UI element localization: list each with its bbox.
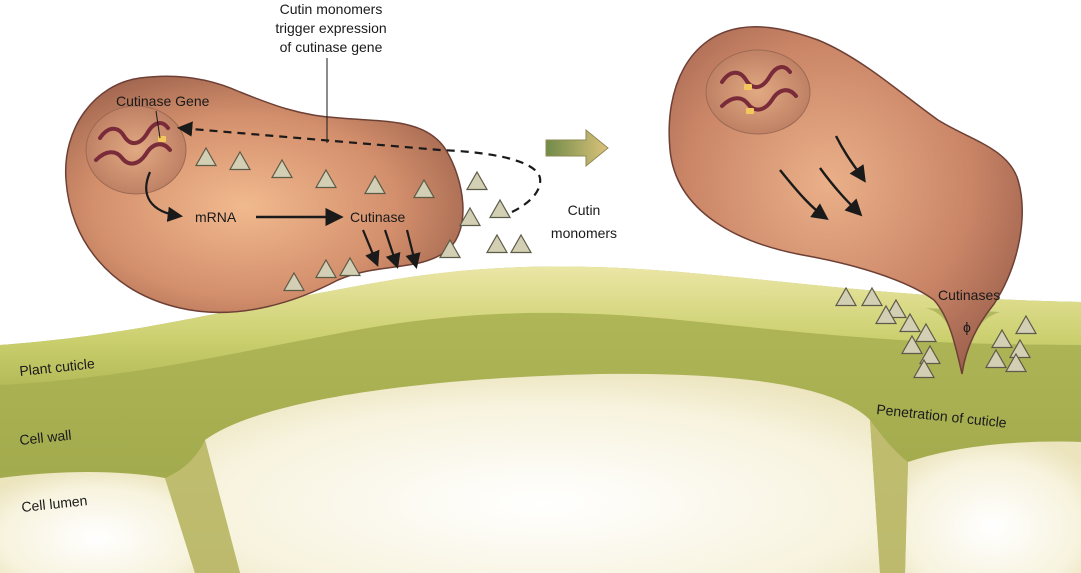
cutin-monomers-label-2: monomers bbox=[551, 225, 617, 241]
gene-marker bbox=[744, 84, 752, 90]
triangle-monomer-icon bbox=[467, 172, 487, 190]
cutinases-label: Cutinases bbox=[938, 287, 1000, 303]
right-arrow-icon bbox=[546, 130, 608, 166]
triangle-monomer-icon bbox=[511, 235, 531, 253]
trigger-line-1: Cutin monomers bbox=[280, 1, 383, 17]
cutinase-gene-label: Cutinase Gene bbox=[116, 93, 210, 109]
cell-lumen-left bbox=[0, 472, 195, 573]
cell-lumen-center bbox=[205, 374, 880, 573]
cell-lumen-right bbox=[905, 442, 1081, 573]
trigger-line-3: of cutinase gene bbox=[280, 39, 383, 55]
cutin-monomers-label-1: Cutin bbox=[568, 202, 601, 218]
triangle-monomer-icon bbox=[490, 200, 510, 218]
phi-symbol: ϕ bbox=[963, 319, 971, 335]
gene-marker bbox=[746, 108, 754, 114]
cutinase-label: Cutinase bbox=[350, 209, 405, 225]
trigger-line-2: trigger expression bbox=[275, 20, 386, 36]
mrna-label: mRNA bbox=[195, 209, 237, 225]
triangle-monomer-icon bbox=[487, 235, 507, 253]
gene-marker bbox=[158, 136, 166, 142]
